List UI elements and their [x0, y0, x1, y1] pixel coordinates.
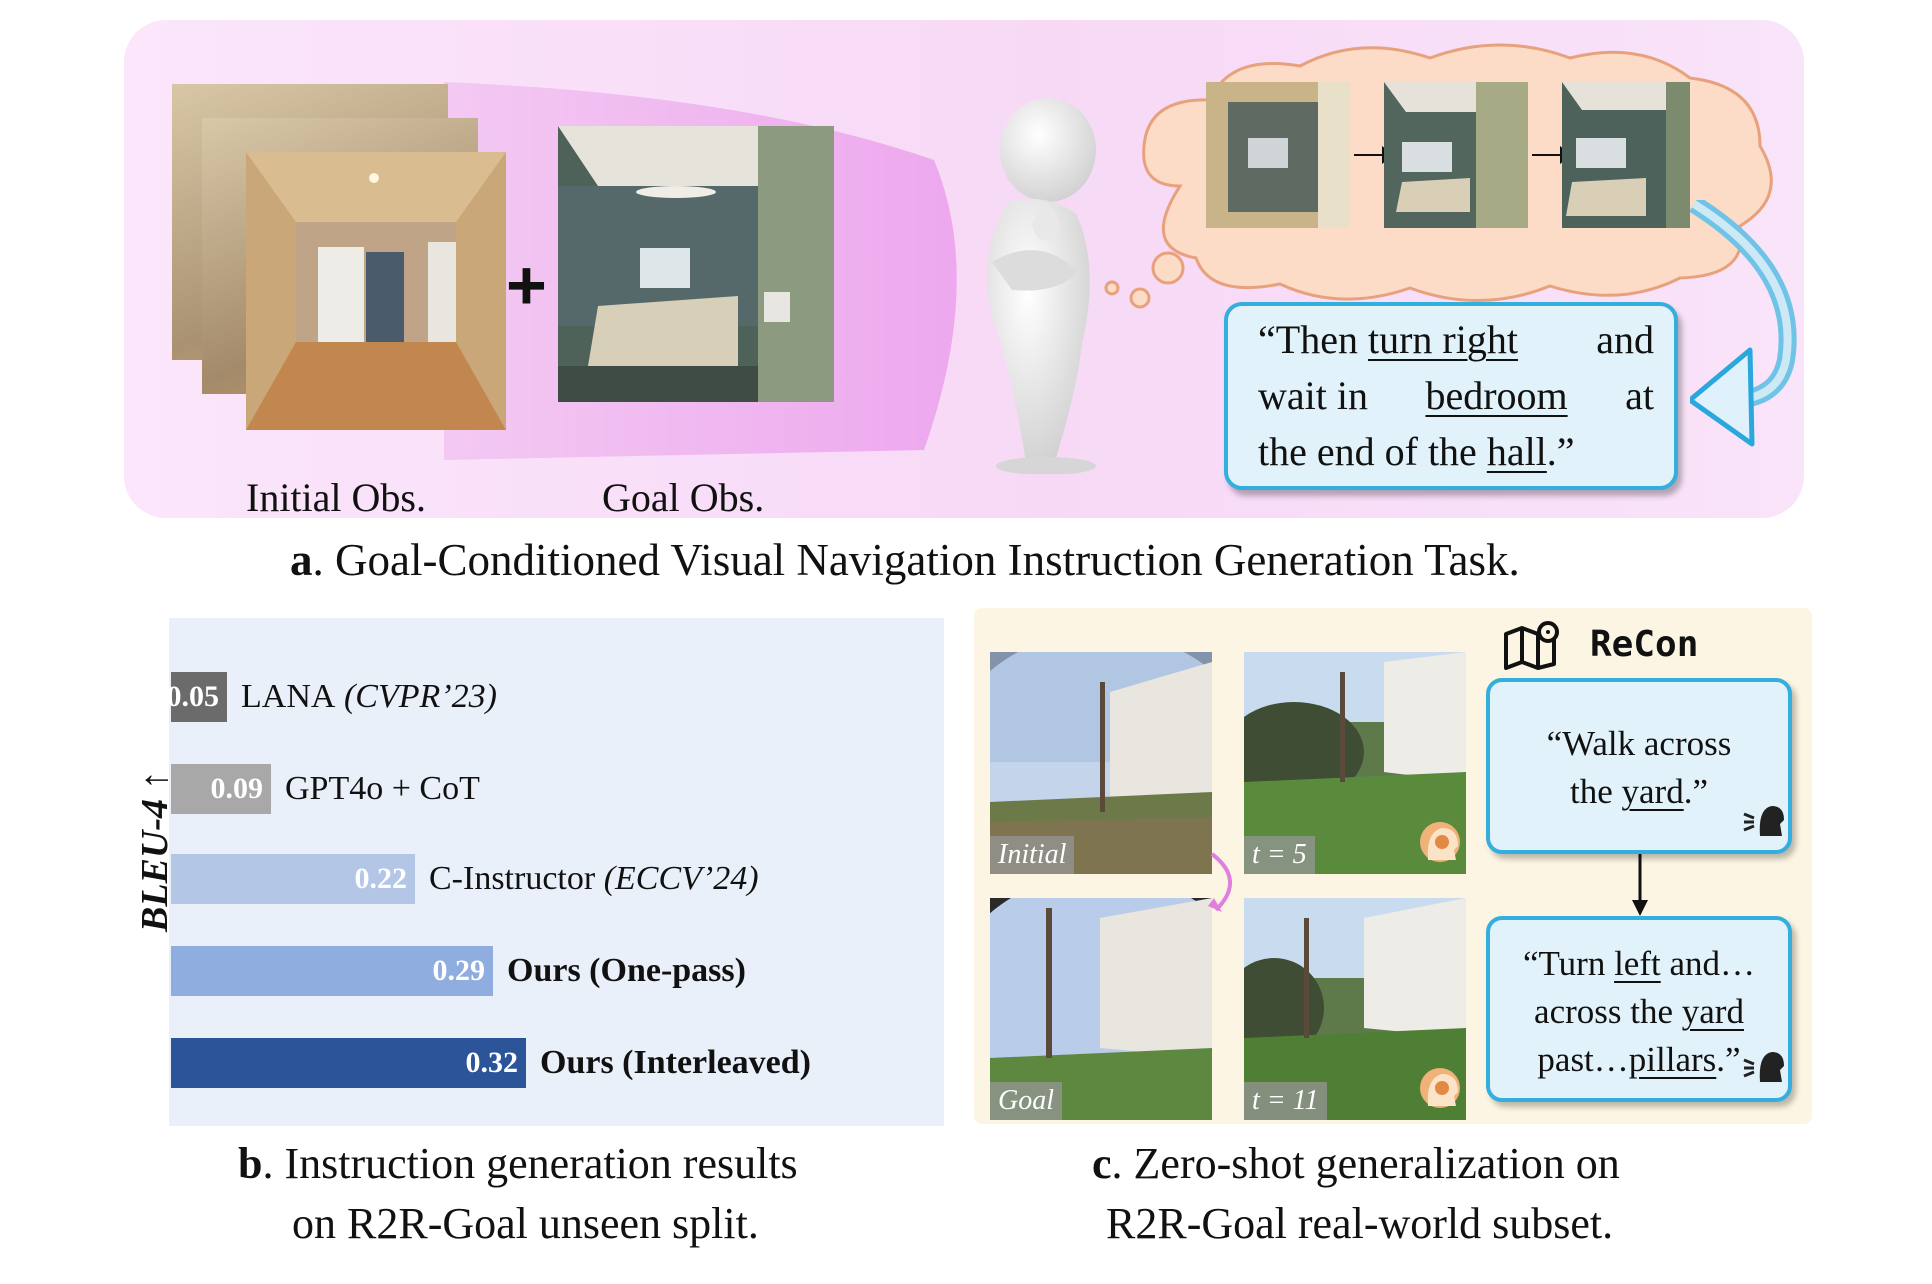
map-icon — [1504, 621, 1559, 670]
instr2-word-yard: yard — [1681, 992, 1744, 1031]
caption-c-text-1: . Zero-shot generalization on — [1111, 1139, 1620, 1188]
bar-lana: 0.05 — [167, 672, 227, 722]
caption-a: a. Goal-Conditioned Visual Navigation In… — [290, 534, 1520, 586]
plus-sign: + — [506, 246, 547, 324]
caption-b: b. Instruction generation results on R2R… — [238, 1134, 798, 1254]
caption-c-line-1: c. Zero-shot generalization on — [1092, 1134, 1620, 1194]
bar-name-lana: LANA — [241, 678, 336, 715]
tag-t11: t = 11 — [1244, 1082, 1327, 1120]
instruction-text: “Then turn right and wait in bedroom at … — [1258, 312, 1654, 480]
bar-value-c-instructor: 0.22 — [354, 862, 408, 895]
instr2-turn: “Turn — [1522, 944, 1615, 983]
instruction-line-3: the end of the hall.” — [1258, 424, 1654, 480]
caption-b-text-1: . Instruction generation results — [262, 1139, 798, 1188]
instr2-line-3: past…pillars.” — [1490, 1036, 1788, 1084]
caption-c-letter: c — [1092, 1139, 1112, 1188]
tag-goal: Goal — [990, 1082, 1062, 1120]
bar-ours-interleaved: 0.32 — [171, 1038, 526, 1088]
caption-a-text: . Goal-Conditioned Visual Navigation Ins… — [312, 535, 1520, 585]
instr1-line-1: “Walk across — [1546, 724, 1732, 763]
speaking-head-icon-1 — [1743, 806, 1784, 836]
instr2-word-pillars: pillars — [1628, 1040, 1717, 1079]
instruction-open: “Then — [1258, 317, 1368, 362]
goal-obs-label: Goal Obs. — [602, 475, 765, 520]
instruction-line-2: wait in bedroom at — [1258, 368, 1654, 424]
bar-c-instructor: 0.22 — [171, 854, 415, 904]
instruction-word-hall: hall — [1486, 429, 1547, 474]
curved-arrow — [1690, 200, 1797, 447]
frame-initial-image — [990, 652, 1212, 874]
instr2-word-left: left — [1614, 944, 1661, 983]
caption-c-line-2: R2R-Goal real-world subset. — [1106, 1199, 1614, 1248]
bar-name-ours-interleaved: Ours (Interleaved) — [540, 1044, 812, 1081]
instruction-end-of: the end of the — [1258, 429, 1487, 474]
instr2-line-1: “Turn left and… — [1490, 940, 1788, 988]
bar-gpt4o: 0.09 — [171, 764, 271, 814]
instr1-the: the — [1569, 772, 1622, 811]
instr1-line-2: the yard.” — [1490, 768, 1788, 816]
instruction-and: and — [1596, 317, 1654, 362]
bar-name-c-instructor: C-Instructor — [429, 860, 596, 897]
caption-b-line-1: b. Instruction generation results — [238, 1134, 798, 1194]
bar-label-gpt4o: GPT4o + CoT — [285, 764, 480, 814]
caption-a-letter: a — [290, 535, 313, 585]
bar-label-ours-one-pass: Ours (One-pass) — [507, 946, 746, 996]
trajectory-frame-1 — [1206, 82, 1350, 228]
instr2-close: .” — [1716, 1040, 1741, 1079]
instr2-past: past… — [1537, 1040, 1629, 1079]
goal-obs-image — [558, 126, 834, 402]
caption-b-letter: b — [238, 1139, 263, 1188]
bar-label-lana: LANA (CVPR’23) — [241, 672, 497, 722]
bar-label-ours-interleaved: Ours (Interleaved) — [540, 1038, 811, 1088]
caption-b-line-2: on R2R-Goal unseen split. — [292, 1199, 759, 1248]
dataset-title: ReCon — [1590, 624, 1699, 665]
bar-venue-lana: (CVPR’23) — [343, 678, 497, 715]
brain-head-icon-t5 — [1420, 822, 1460, 862]
instruction-wait-in: wait in — [1258, 373, 1368, 418]
initial-obs-image — [246, 152, 506, 430]
tag-t5: t = 5 — [1244, 836, 1315, 874]
speaking-head-icon-2 — [1743, 1052, 1784, 1082]
instruction-at: at — [1625, 373, 1654, 418]
instr1-close: .” — [1683, 772, 1708, 811]
brain-head-icon-t11 — [1420, 1068, 1460, 1108]
bar-name-ours-one-pass: Ours (One-pass) — [507, 952, 746, 989]
thought-dot-small — [1104, 280, 1120, 296]
thinking-person-figure — [987, 98, 1096, 474]
instruction-word-turn-right: turn right — [1367, 317, 1518, 362]
tag-initial: Initial — [990, 836, 1075, 874]
goal-link-arrow — [1208, 852, 1233, 912]
bar-value-gpt4o: 0.09 — [210, 772, 264, 805]
instruction-box-2: “Turn left and… across the yard past…pil… — [1486, 916, 1792, 1102]
bar-venue-c-instructor: (ECCV’24) — [603, 860, 759, 897]
bar-ours-one-pass: 0.29 — [171, 946, 493, 996]
trajectory-frames — [1206, 82, 1690, 228]
trajectory-frame-2 — [1384, 82, 1528, 228]
bar-value-ours-interleaved: 0.32 — [465, 1046, 519, 1079]
bar-value-lana: 0.05 — [166, 680, 220, 713]
instruction-line-1: “Then turn right and — [1258, 312, 1654, 368]
trajectory-frame-3 — [1562, 82, 1690, 228]
down-arrow — [1632, 854, 1648, 916]
bar-name-gpt4o: GPT4o + CoT — [285, 770, 480, 807]
initial-obs-label: Initial Obs. — [246, 475, 426, 520]
instr2-line-2: across the yard — [1490, 988, 1788, 1036]
instr2-and: and… — [1660, 944, 1756, 983]
instr1-word-yard: yard — [1621, 772, 1684, 811]
bar-value-ours-one-pass: 0.29 — [432, 954, 486, 987]
instruction-word-bedroom: bedroom — [1425, 373, 1568, 418]
instr2-across: across the — [1534, 992, 1682, 1031]
instruction-box-1: “Walk across the yard.” — [1486, 678, 1792, 854]
bar-label-c-instructor: C-Instructor (ECCV’24) — [429, 854, 759, 904]
instruction-box — [1224, 302, 1678, 490]
caption-c: c. Zero-shot generalization on R2R-Goal … — [1092, 1134, 1620, 1254]
instruction-close: .” — [1546, 429, 1575, 474]
